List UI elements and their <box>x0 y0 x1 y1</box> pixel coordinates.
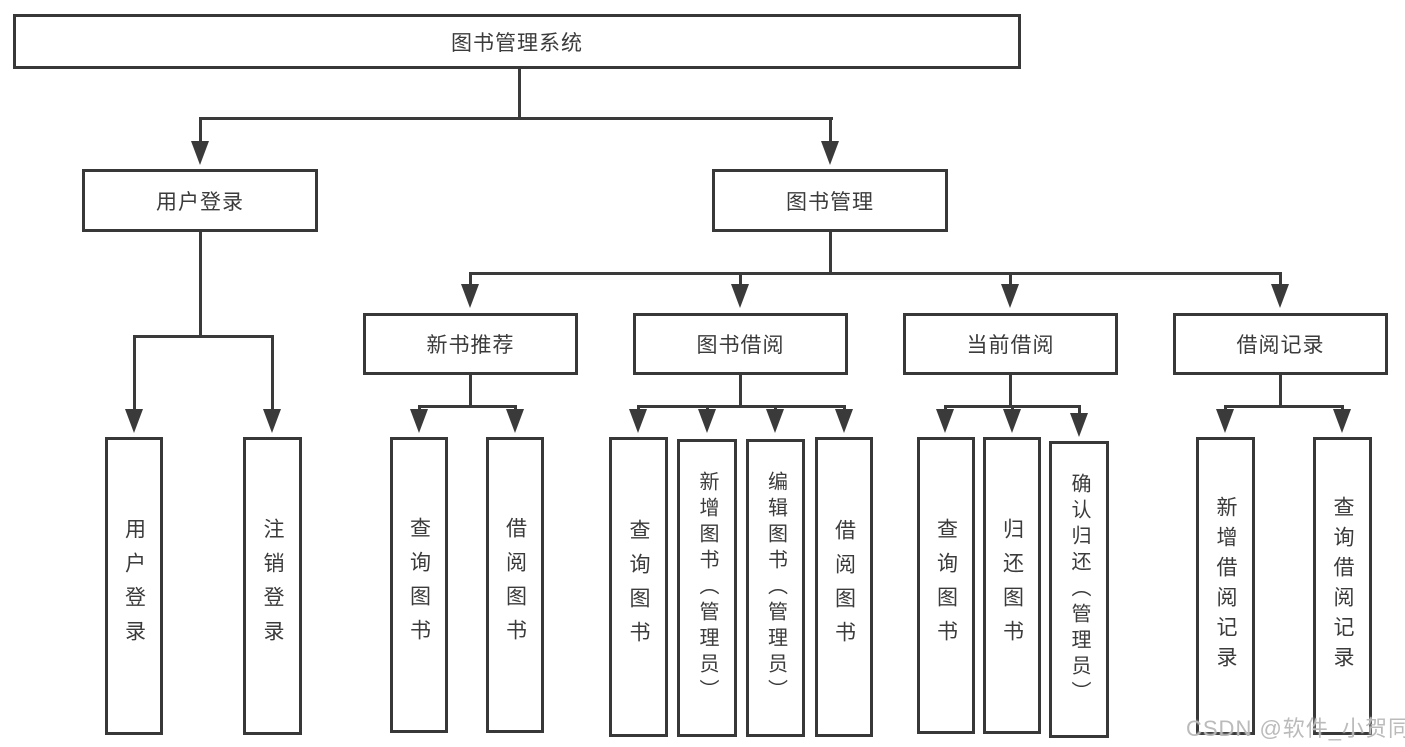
connector-line <box>418 405 515 408</box>
arrow-down-icon <box>1003 409 1021 433</box>
leaf-br-query-record: 查询借阅记录 <box>1313 437 1372 735</box>
csdn-watermark: CSDN @软件_小贺同学 <box>1186 716 1405 741</box>
arrow-stem <box>1009 272 1012 286</box>
node-book-borrowing: 图书借阅 <box>633 313 848 375</box>
arrow-down-icon <box>1001 284 1019 308</box>
arrow-stem <box>271 335 274 413</box>
leaf-user-login: 用户登录 <box>105 437 163 735</box>
node-borrowing-records: 借阅记录 <box>1173 313 1388 375</box>
arrow-down-icon <box>698 409 716 433</box>
leaf-bb-borrow-books: 借阅图书 <box>815 437 873 737</box>
arrow-stem <box>1279 272 1282 286</box>
arrow-stem <box>829 117 832 144</box>
leaf-rec-borrow-books: 借阅图书 <box>486 437 544 733</box>
connector-line <box>133 335 274 338</box>
arrow-down-icon <box>731 284 749 308</box>
node-current-borrowing: 当前借阅 <box>903 313 1118 375</box>
leaf-cb-confirm-return-admin: 确认归还（管理员） <box>1049 441 1109 738</box>
node-new-book-recommend: 新书推荐 <box>363 313 578 375</box>
arrow-stem <box>133 335 136 413</box>
connector-line <box>637 405 844 408</box>
arrow-down-icon <box>1070 413 1088 437</box>
connector-stem <box>199 232 202 335</box>
connector-stem <box>1009 375 1012 406</box>
leaf-bb-add-books-admin: 新增图书（管理员） <box>677 439 737 737</box>
connector-line <box>469 272 1282 275</box>
arrow-down-icon <box>125 409 143 433</box>
arrow-down-icon <box>629 409 647 433</box>
arrow-down-icon <box>1333 409 1351 433</box>
node-book-management: 图书管理 <box>712 169 948 232</box>
arrow-down-icon <box>506 409 524 433</box>
arrow-down-icon <box>263 409 281 433</box>
arrow-down-icon <box>936 409 954 433</box>
arrow-down-icon <box>461 284 479 308</box>
arrow-stem <box>739 272 742 286</box>
arrow-down-icon <box>835 409 853 433</box>
leaf-br-add-record: 新增借阅记录 <box>1196 437 1255 735</box>
arrow-down-icon <box>191 141 209 165</box>
connector-stem <box>1279 375 1282 406</box>
connector-stem <box>829 232 832 272</box>
leaf-cb-return-books: 归还图书 <box>983 437 1041 734</box>
leaf-cb-query-books: 查询图书 <box>917 437 975 734</box>
arrow-down-icon <box>1216 409 1234 433</box>
arrow-down-icon <box>821 141 839 165</box>
node-user-login: 用户登录 <box>82 169 318 232</box>
leaf-bb-edit-books-admin: 编辑图书（管理员） <box>746 439 805 737</box>
connector-stem <box>518 69 521 117</box>
connector-line <box>199 117 833 120</box>
leaf-logout-login: 注销登录 <box>243 437 302 735</box>
leaf-rec-query-books: 查询图书 <box>390 437 448 733</box>
leaf-bb-query-books: 查询图书 <box>609 437 668 737</box>
arrow-stem <box>469 272 472 286</box>
connector-stem <box>469 375 472 406</box>
arrow-stem <box>1078 405 1081 417</box>
connector-stem <box>739 375 742 406</box>
connector-line <box>1224 405 1344 408</box>
node-library-system: 图书管理系统 <box>13 14 1021 69</box>
arrow-stem <box>199 117 202 144</box>
arrow-down-icon <box>410 409 428 433</box>
arrow-down-icon <box>1271 284 1289 308</box>
arrow-down-icon <box>766 409 784 433</box>
